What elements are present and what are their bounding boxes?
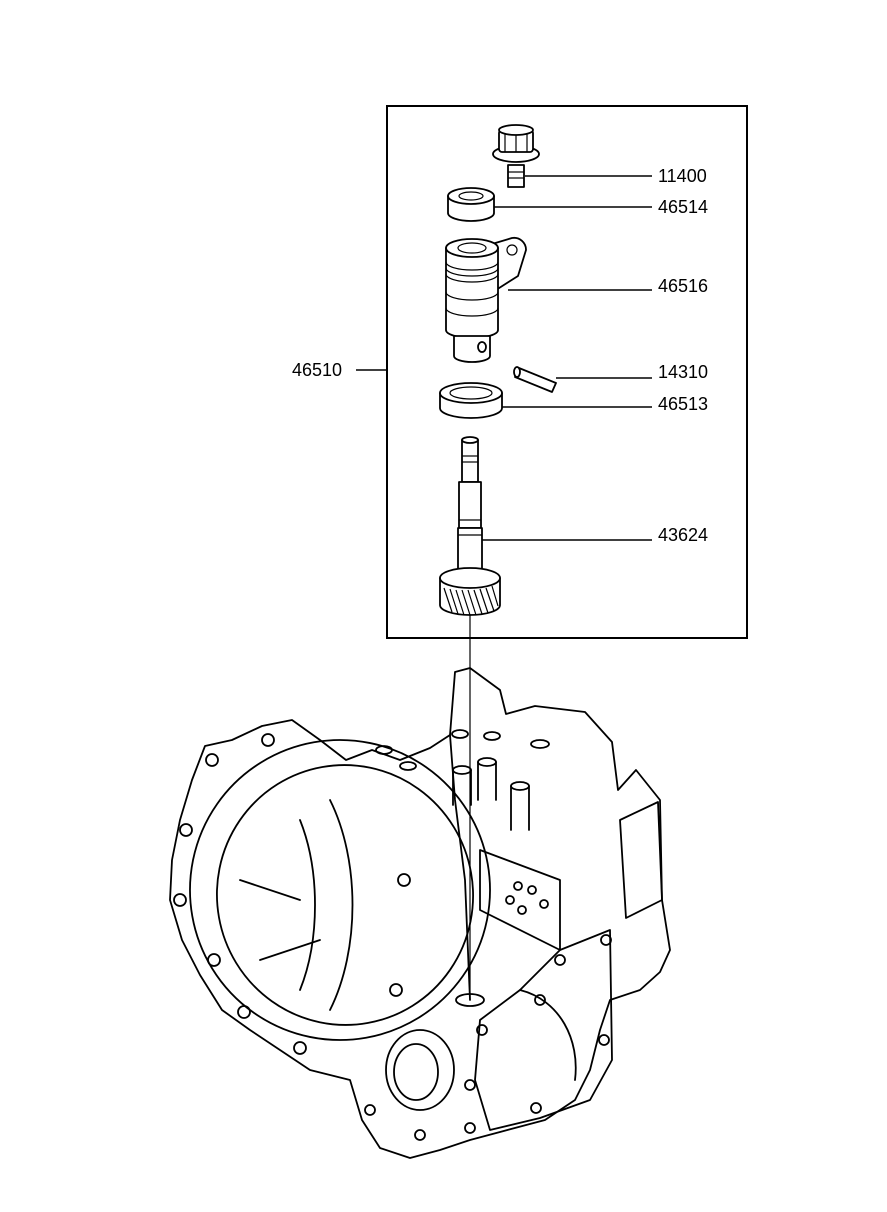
sleeve-46516[interactable] <box>445 236 527 363</box>
label-43624[interactable]: 43624 <box>658 525 708 545</box>
label-46514[interactable]: 46514 <box>658 197 708 217</box>
label-46510[interactable]: 46510 <box>292 360 342 380</box>
oil-seal-46514[interactable] <box>447 187 495 222</box>
driven-gear-43624[interactable] <box>439 436 501 616</box>
o-ring-46513[interactable] <box>439 382 503 419</box>
label-14310[interactable]: 14310 <box>658 362 708 382</box>
transaxle-housing <box>169 667 671 1159</box>
label-11400[interactable]: 11400 <box>658 166 707 186</box>
pin-14310[interactable] <box>513 366 557 393</box>
label-46516[interactable]: 46516 <box>658 276 708 296</box>
assembly-group-box <box>386 105 748 639</box>
bolt-11400[interactable] <box>492 124 540 188</box>
label-46513[interactable]: 46513 <box>658 394 708 414</box>
